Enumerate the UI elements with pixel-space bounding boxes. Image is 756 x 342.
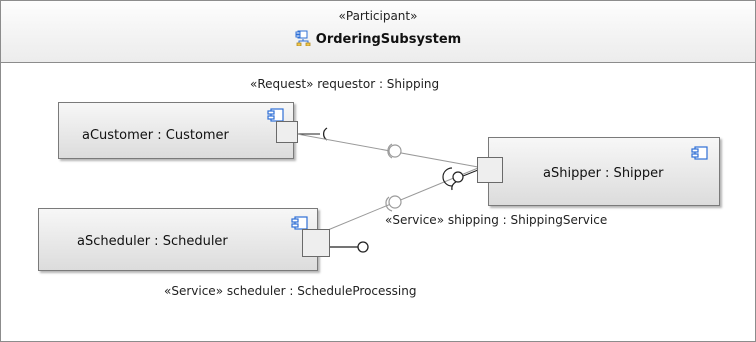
component-icon [691,146,708,160]
scheduler-provided-ball [357,241,369,253]
part-scheduler[interactable]: aScheduler : Scheduler [38,208,318,271]
scheduler-port[interactable] [302,229,330,257]
participant-stereotype: «Participant» [338,9,418,23]
requestor-port-label: «Request» requestor : Shipping [250,77,440,91]
requestor-connector-ball [388,144,402,158]
component-icon [291,216,308,230]
shipper-port-link [462,169,479,177]
shipper-required-socket-1 [442,167,453,187]
component-icon [267,108,284,122]
scheduler-connector-socket [385,196,393,212]
participant-title: OrderingSubsystem [1,30,755,47]
requestor-connector-socket [387,143,393,159]
part-shipper-label: aShipper : Shipper [543,166,664,181]
participant-header: «Participant» OrderingSubsystem [1,1,755,63]
participant-name: OrderingSubsystem [315,32,462,47]
scheduler-port-label: «Service» scheduler : ScheduleProcessing [164,284,417,298]
requestor-port[interactable] [276,121,298,143]
shipper-required-socket-2 [451,181,457,191]
part-scheduler-label: aScheduler : Scheduler [77,234,228,249]
part-shipper[interactable]: aShipper : Shipper [488,137,720,206]
part-customer-label: aCustomer : Customer [82,128,229,143]
part-customer[interactable]: aCustomer : Customer [58,102,294,159]
shipper-provided-ball [452,171,464,183]
shipping-port-label: «Service» shipping : ShippingService [385,213,608,227]
shipping-port[interactable] [477,157,503,183]
scheduler-connector-ball [388,195,402,209]
participant-component-icon [295,30,311,47]
requestor-required-socket [323,127,328,141]
